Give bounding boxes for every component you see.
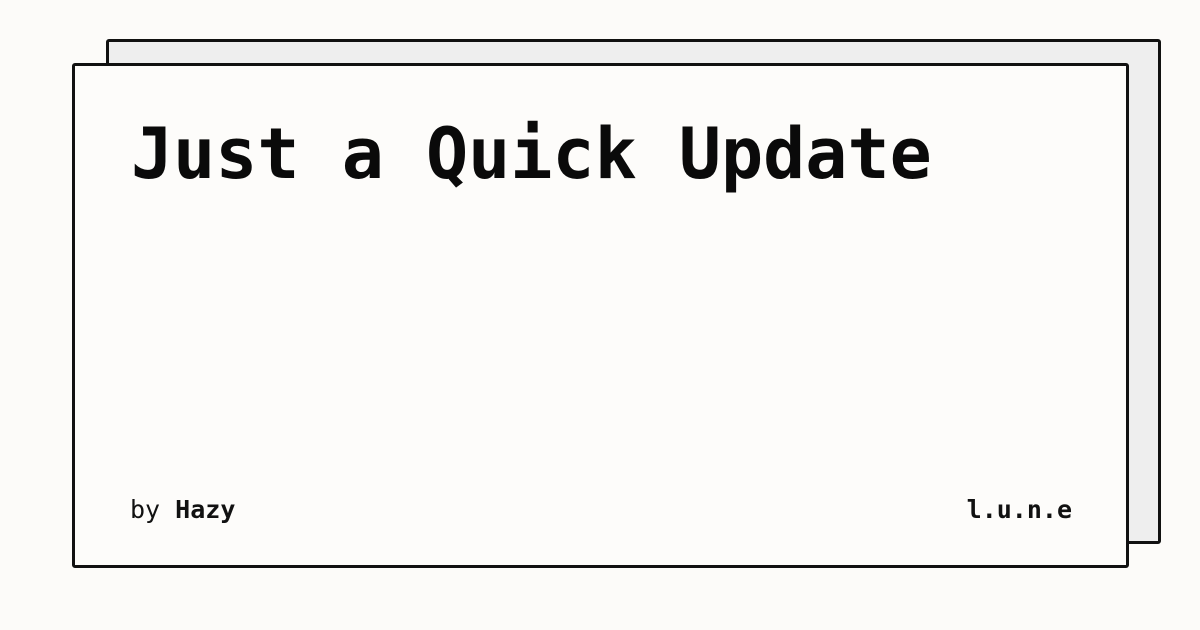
byline-prefix: by [130, 495, 161, 524]
byline: by Hazy [130, 494, 235, 526]
card-front-layer: Just a Quick Update by Hazy l.u.n.e [72, 63, 1129, 568]
site-brand: l.u.n.e [966, 495, 1072, 524]
author-name: Hazy [175, 495, 236, 524]
post-title: Just a Quick Update [131, 113, 932, 195]
